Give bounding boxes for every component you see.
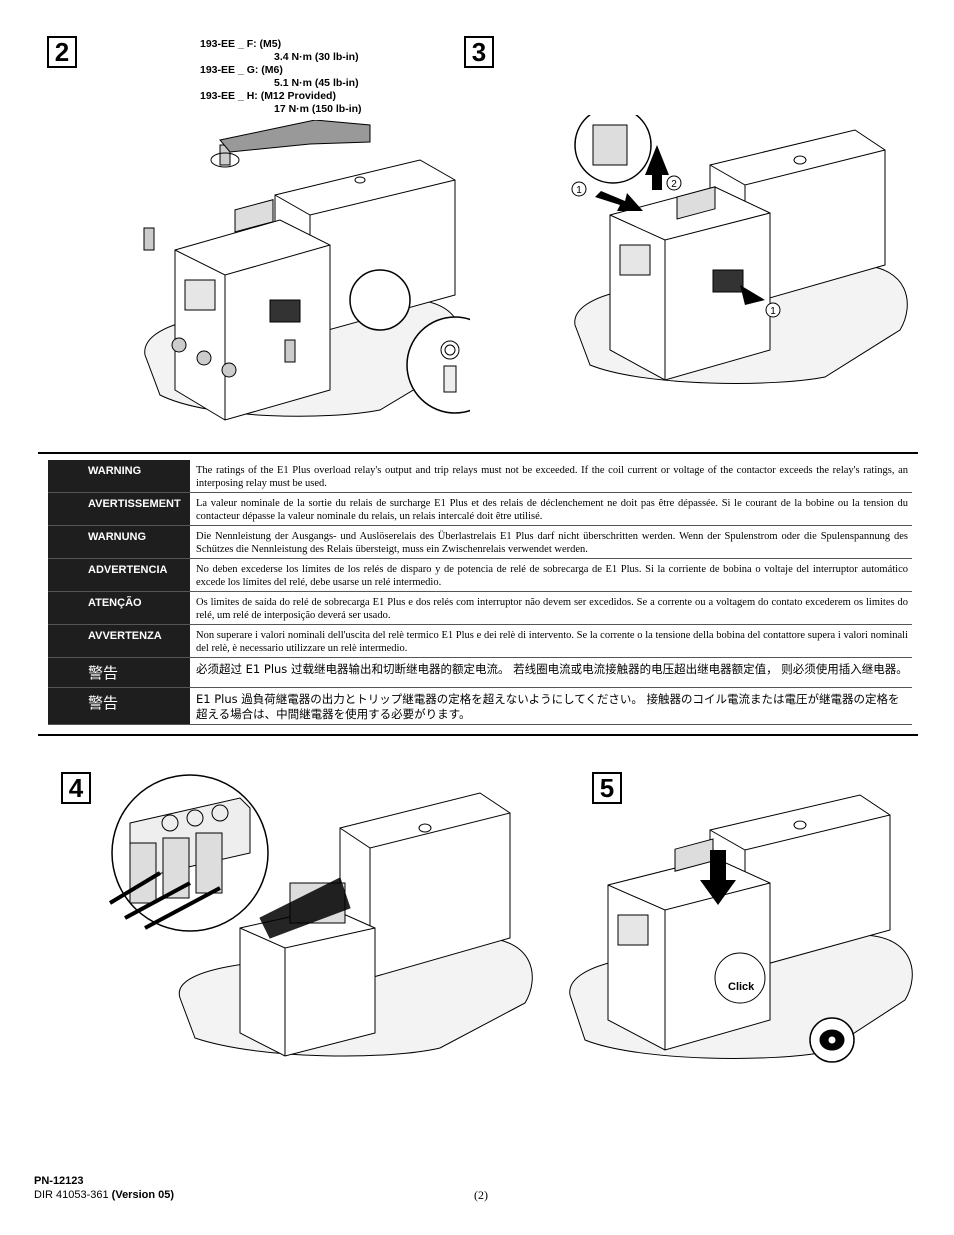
warning-text: Non superare i valori nominali dell'usci…	[190, 625, 912, 658]
warning-row: WARNING The ratings of the E1 Plus overl…	[48, 460, 912, 493]
figure-step-5-click: Click	[569, 794, 913, 1063]
part-number: PN-12123	[34, 1175, 84, 1187]
figure-step-3-insert-relay: 1 2 1	[571, 115, 908, 384]
warning-label: AVERTISSEMENT	[48, 493, 190, 526]
warning-label: WARNUNG	[48, 526, 190, 559]
warning-row: ADVERTENCIA No deben excederse los límit…	[48, 559, 912, 592]
torque-model: 193-EE _ F: (M5)	[200, 38, 282, 50]
warning-text: No deben excederse los límites de los re…	[190, 559, 912, 592]
warning-text: Die Nennleistung der Ausgangs- und Auslö…	[190, 526, 912, 559]
warning-row: 警告 E1 Plus 過負荷継電器の出力とトリップ継電器の定格を超えないようにし…	[48, 688, 912, 725]
warning-text: E1 Plus 過負荷継電器の出力とトリップ継電器の定格を超えないようにしてくだ…	[190, 688, 912, 725]
warning-text: 必须超过 E1 Plus 过载继电器输出和切断继电器的额定电流。 若线圈电流或电…	[190, 658, 912, 688]
divider-bottom	[38, 734, 918, 736]
warning-row: WARNUNG Die Nennleistung der Ausgangs- u…	[48, 526, 912, 559]
document-id: DIR 41053-361 (Version 05)	[34, 1189, 174, 1201]
page-number: (2)	[474, 1188, 488, 1202]
torque-value: 17 N·m (150 lb-in)	[274, 103, 362, 115]
warning-label: 警告	[48, 658, 190, 688]
warning-row: 警告 必须超过 E1 Plus 过载继电器输出和切断继电器的额定电流。 若线圈电…	[48, 658, 912, 688]
callout-1: 1	[770, 306, 776, 317]
torque-value: 5.1 N·m (45 lb-in)	[274, 77, 359, 89]
torque-model: 193-EE _ H: (M12 Provided)	[200, 90, 336, 102]
warning-label: ADVERTENCIA	[48, 559, 190, 592]
warning-row: AVERTISSEMENT La valeur nominale de la s…	[48, 493, 912, 526]
warning-row: AVVERTENZA Non superare i valori nominal…	[48, 625, 912, 658]
divider-top	[38, 452, 918, 454]
callout-2: 2	[671, 179, 677, 190]
step-4-box: 4	[61, 772, 91, 804]
click-label: Click	[728, 981, 755, 993]
warning-row: ATENÇÃO Os limites de saída do relé de s…	[48, 592, 912, 625]
callout-1: 1	[576, 185, 582, 196]
warning-table: WARNING The ratings of the E1 Plus overl…	[48, 460, 912, 725]
torque-model: 193-EE _ G: (M6)	[200, 64, 283, 76]
dir-number: DIR 41053-361	[34, 1189, 109, 1201]
warning-text: Os limites de saída do relé de sobrecarg…	[190, 592, 912, 625]
step-3-box: 3	[464, 36, 494, 68]
warning-text: The ratings of the E1 Plus overload rela…	[190, 460, 912, 493]
step-2-box: 2	[47, 36, 77, 68]
version-label: (Version 05)	[111, 1189, 175, 1201]
warning-label: 警告	[48, 688, 190, 725]
warning-label: AVVERTENZA	[48, 625, 190, 658]
figure-step-2-mounting	[143, 120, 470, 421]
torque-value: 3.4 N·m (30 lb-in)	[274, 51, 359, 63]
figure-step-4-wiring	[108, 774, 533, 1057]
warning-text: La valeur nominale de la sortie du relai…	[190, 493, 912, 526]
torque-spec: 193-EE _ F: (M5) 3.4 N·m (30 lb-in) 193-…	[200, 38, 362, 116]
step-5-box: 5	[592, 772, 622, 804]
warning-label: ATENÇÃO	[48, 592, 190, 625]
warning-label: WARNING	[48, 460, 190, 493]
